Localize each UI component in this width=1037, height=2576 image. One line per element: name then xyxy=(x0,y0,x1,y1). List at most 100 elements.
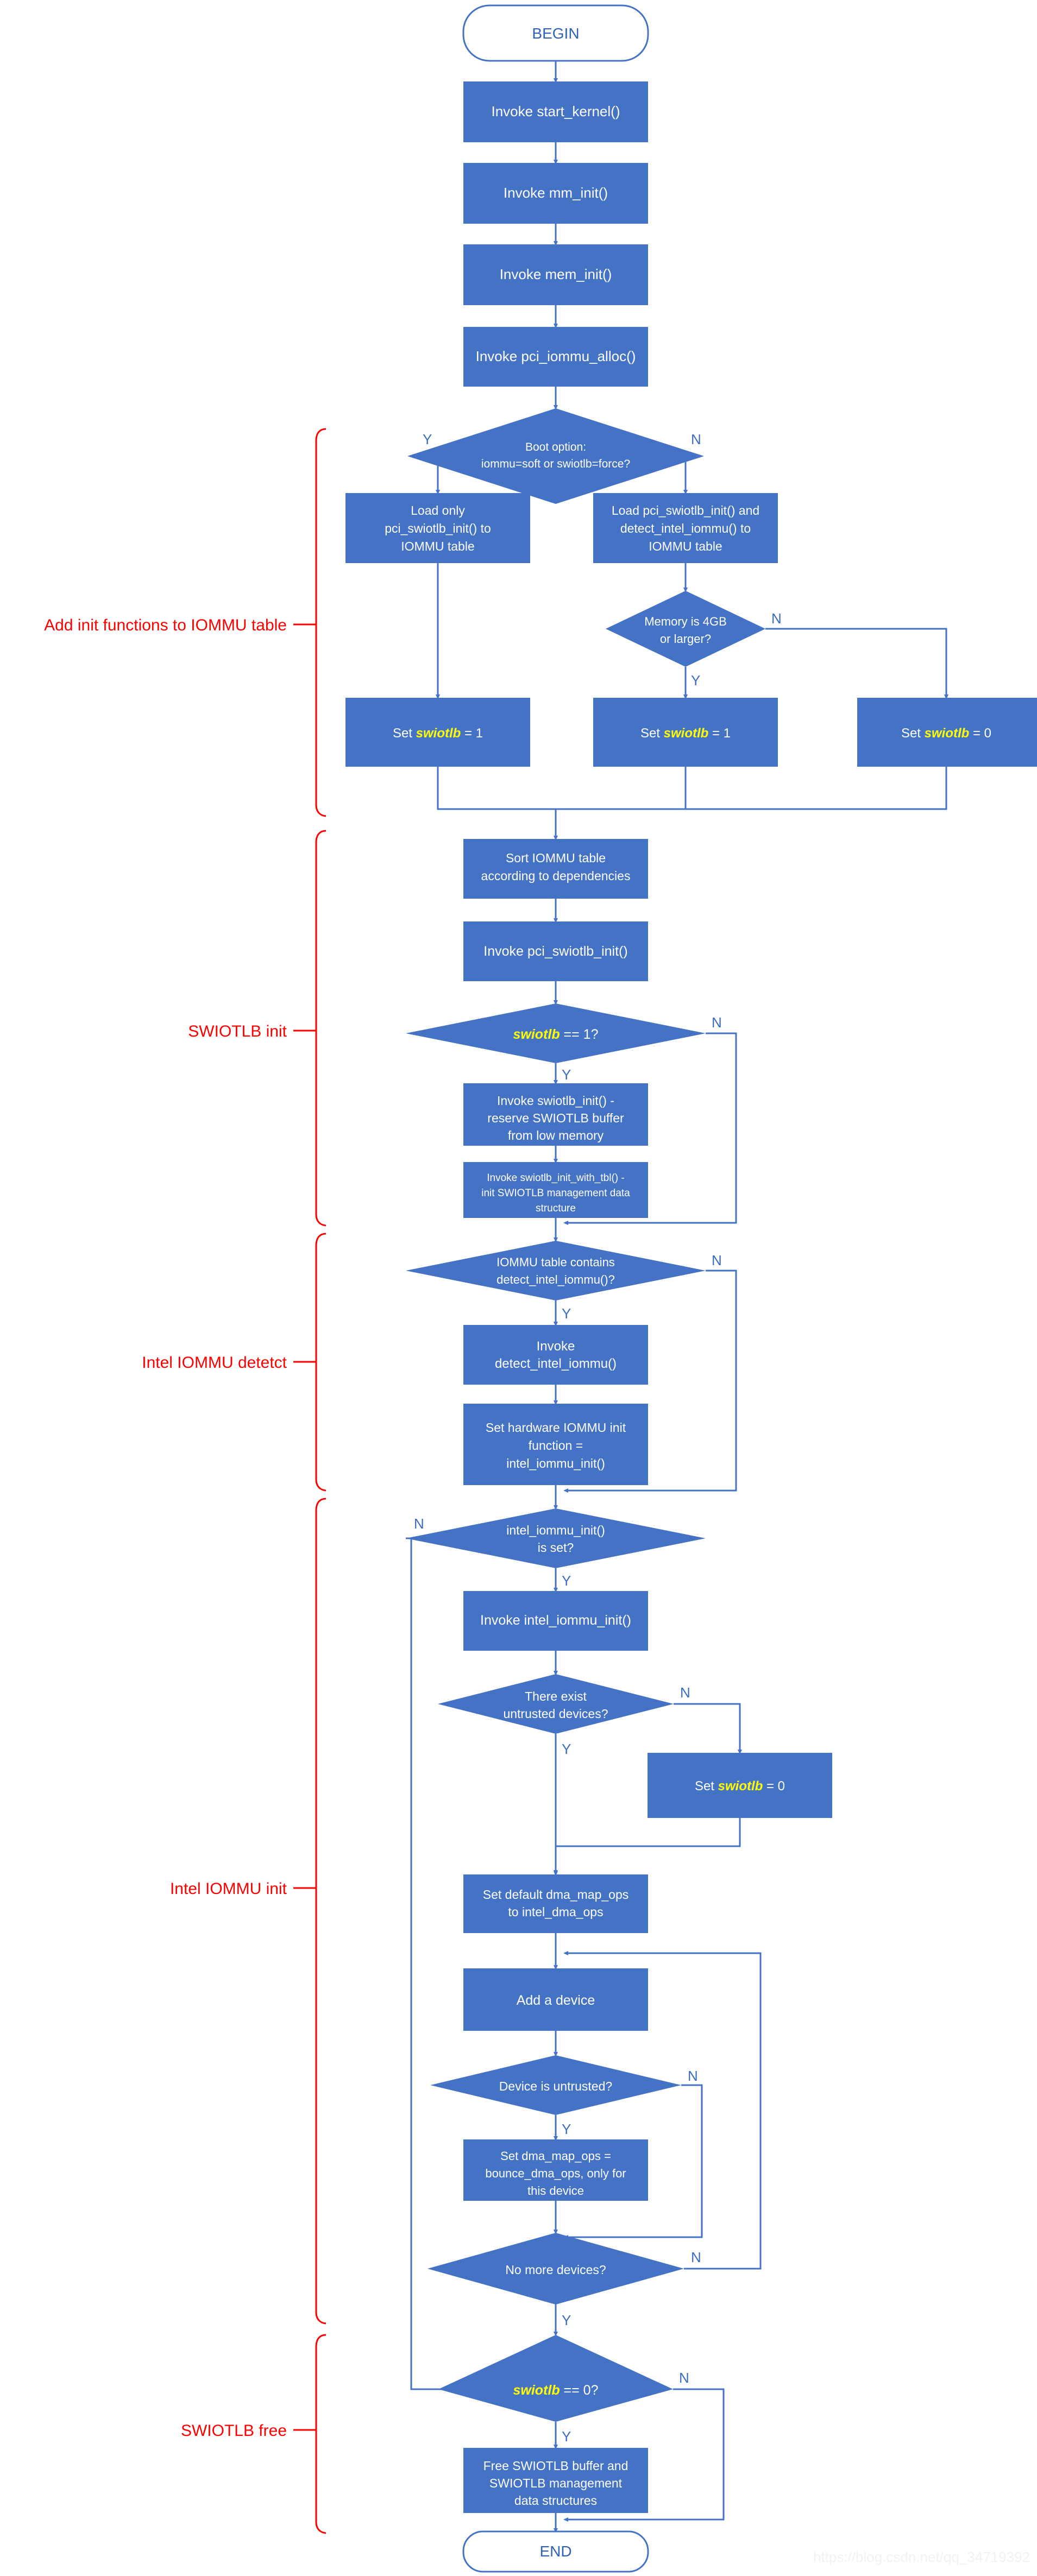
variable: swiotlb xyxy=(718,1779,763,1794)
node-memory-4gb-line2: or larger? xyxy=(660,632,711,646)
node-begin-label: BEGIN xyxy=(532,25,579,42)
node-no-more-devices-label: No more devices? xyxy=(505,2263,606,2277)
node-set-hw-init-line3: intel_iommu_init() xyxy=(506,1456,605,1470)
node-set-swiotlb-1-mid: Set swiotlb = 1 xyxy=(593,698,778,767)
node-swiotlb-init-with-tbl-line2: init SWIOTLB management data xyxy=(481,1188,630,1199)
edge-label-devuntrusted-n: N xyxy=(688,2068,698,2084)
node-swiotlb-eq-0-label: swiotlb == 0? xyxy=(513,2383,598,2398)
edge-label-boot-y: Y xyxy=(423,431,432,447)
node-init-is-set-line2: is set? xyxy=(538,1540,574,1555)
node-load-only-line3: IOMMU table xyxy=(401,539,474,553)
node-set-hw-iommu-init: Set hardware IOMMU init function = intel… xyxy=(463,1404,648,1485)
node-set-hw-init-line2: function = xyxy=(529,1438,583,1453)
node-set-bounce-ops-line3: this device xyxy=(527,2184,584,2198)
node-begin: BEGIN xyxy=(462,4,649,62)
node-boot-option-line2: iommu=soft or swiotlb=force? xyxy=(481,458,630,470)
node-load-only: Load only pci_swiotlb_init() to IOMMU ta… xyxy=(345,493,530,563)
node-swiotlb-init: Invoke swiotlb_init() - reserve SWIOTLB … xyxy=(463,1083,648,1146)
node-set-default-ops-line2: to intel_dma_ops xyxy=(508,1905,603,1919)
node-set-default-ops-line1: Set default dma_map_ops xyxy=(483,1887,629,1902)
node-exist-untrusted-line1: There exist xyxy=(525,1689,587,1703)
node-device-is-untrusted: Device is untrusted? xyxy=(430,2055,681,2115)
node-swiotlb-init-line2: reserve SWIOTLB buffer xyxy=(487,1111,624,1125)
node-set-swiotlb-0-right-label: Set swiotlb = 0 xyxy=(901,726,991,741)
suffix: == 1? xyxy=(560,1027,599,1042)
node-set-swiotlb-1-left-label: Set swiotlb = 1 xyxy=(393,726,483,741)
node-set-bounce-dma-ops: Set dma_map_ops = bounce_dma_ops, only f… xyxy=(463,2139,648,2201)
edge-label-sw0-n: N xyxy=(679,2370,689,2386)
node-boot-option-line1: Boot option: xyxy=(525,441,586,453)
node-swiotlb-init-line1: Invoke swiotlb_init() - xyxy=(497,1094,614,1108)
node-invoke-intel-init-label: Invoke intel_iommu_init() xyxy=(480,1613,631,1628)
section-label-intel-detect: Intel IOMMU detetct xyxy=(142,1354,287,1372)
node-intel-init-is-set: intel_iommu_init() is set? xyxy=(406,1508,706,1568)
node-swiotlb-eq-1: swiotlb == 1? xyxy=(406,1003,706,1063)
node-set-swiotlb-1-left: Set swiotlb = 1 xyxy=(345,698,530,767)
section-label-add-init: Add init functions to IOMMU table xyxy=(44,616,287,634)
node-load-both-line2: detect_intel_iommu() to xyxy=(620,521,751,535)
node-start-kernel: Invoke start_kernel() xyxy=(463,81,648,142)
node-sort-table: Sort IOMMU table according to dependenci… xyxy=(463,839,648,899)
node-exist-untrusted-line2: untrusted devices? xyxy=(503,1707,608,1721)
prefix: Set xyxy=(393,726,416,741)
node-free-swiotlb-line1: Free SWIOTLB buffer and xyxy=(483,2459,629,2473)
node-mem-init: Invoke mem_init() xyxy=(463,244,648,305)
node-mm-init: Invoke mm_init() xyxy=(463,163,648,224)
edge-label-sw1-n: N xyxy=(712,1014,722,1031)
node-no-more-devices: No more devices? xyxy=(428,2233,684,2304)
node-set-default-dma-map-ops: Set default dma_map_ops to intel_dma_ops xyxy=(463,1874,648,1933)
prefix: Set xyxy=(901,726,925,741)
node-add-device-label: Add a device xyxy=(517,1993,595,2008)
node-load-both-line3: IOMMU table xyxy=(649,539,722,553)
node-table-contains-detect: IOMMU table contains detect_intel_iommu(… xyxy=(406,1241,706,1300)
edge-label-contains-n: N xyxy=(712,1252,722,1268)
edge-label-nomore-n: N xyxy=(691,2249,701,2265)
node-set-swiotlb-0-right: Set swiotlb = 0 xyxy=(857,698,1037,767)
suffix: = 1 xyxy=(708,726,731,741)
node-start-kernel-label: Invoke start_kernel() xyxy=(492,103,620,119)
node-free-swiotlb: Free SWIOTLB buffer and SWIOTLB manageme… xyxy=(463,2448,648,2513)
suffix: = 0 xyxy=(969,726,991,741)
variable: swiotlb xyxy=(664,726,709,741)
node-init-is-set-line1: intel_iommu_init() xyxy=(506,1523,605,1537)
suffix: = 0 xyxy=(763,1779,785,1794)
node-set-swiotlb-1-mid-label: Set swiotlb = 1 xyxy=(640,726,731,741)
node-set-hw-init-line1: Set hardware IOMMU init xyxy=(486,1420,626,1435)
section-brace-layer xyxy=(293,428,326,2534)
node-load-only-line2: pci_swiotlb_init() to xyxy=(385,521,491,535)
node-sort-table-line2: according to dependencies xyxy=(481,869,631,883)
node-set-bounce-ops-line1: Set dma_map_ops = xyxy=(500,2149,611,2163)
node-swiotlb-init-with-tbl-line1: Invoke swiotlb_init_with_tbl() - xyxy=(487,1172,624,1184)
section-label-swiotlb-free: SWIOTLB free xyxy=(181,2422,287,2440)
node-table-contains-line1: IOMMU table contains xyxy=(496,1255,615,1269)
prefix: Set xyxy=(695,1779,718,1794)
node-swiotlb-init-line3: from low memory xyxy=(508,1128,604,1142)
suffix: = 1 xyxy=(461,726,483,741)
edge-label-mem4gb-y: Y xyxy=(691,672,700,689)
node-end-label: END xyxy=(539,2543,571,2560)
node-exist-untrusted-devices: There exist untrusted devices? xyxy=(438,1674,674,1734)
node-load-both-line1: Load pci_swiotlb_init() and xyxy=(612,503,759,517)
node-pci-swiotlb-init: Invoke pci_swiotlb_init() xyxy=(463,921,648,981)
edge-label-isset-n: N xyxy=(414,1516,424,1532)
node-invoke-detect-line1: Invoke xyxy=(537,1339,575,1354)
node-pci-swiotlb-init-label: Invoke pci_swiotlb_init() xyxy=(483,944,627,959)
edge-label-sw0-y: Y xyxy=(562,2428,571,2445)
edge-label-untrusted-y: Y xyxy=(562,1741,571,1757)
node-device-untrusted-label: Device is untrusted? xyxy=(499,2079,612,2093)
node-mem-init-label: Invoke mem_init() xyxy=(500,266,612,282)
node-swiotlb-init-with-tbl: Invoke swiotlb_init_with_tbl() - init SW… xyxy=(463,1162,648,1218)
node-invoke-intel-iommu-init: Invoke intel_iommu_init() xyxy=(463,1591,648,1651)
node-memory-4gb: Memory is 4GB or larger? xyxy=(606,591,765,667)
section-label-intel-init: Intel IOMMU init xyxy=(170,1880,287,1898)
variable: swiotlb xyxy=(513,2383,560,2398)
node-pci-iommu-alloc-label: Invoke pci_iommu_alloc() xyxy=(476,348,636,364)
node-invoke-detect-intel-iommu: Invoke detect_intel_iommu() xyxy=(463,1325,648,1385)
edge-label-sw1-y: Y xyxy=(562,1066,571,1083)
watermark-text: https://blog.csdn.net/qq_34719392 xyxy=(813,2549,1030,2565)
variable: swiotlb xyxy=(416,726,461,741)
node-load-both: Load pci_swiotlb_init() and detect_intel… xyxy=(593,493,778,563)
node-end: END xyxy=(462,2530,649,2573)
node-free-swiotlb-line3: data structures xyxy=(514,2493,597,2508)
